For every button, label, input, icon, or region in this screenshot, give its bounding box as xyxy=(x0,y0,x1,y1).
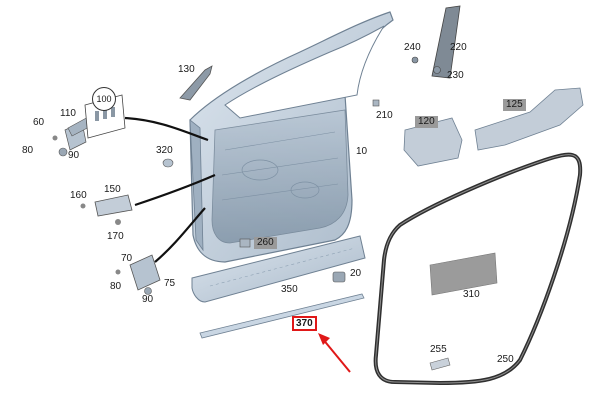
label-part-250: 250 xyxy=(497,354,514,365)
label-part-110: 110 xyxy=(60,108,76,119)
label-part-10: 10 xyxy=(356,146,368,157)
clip-210 xyxy=(372,99,380,107)
insulation-pad-125 xyxy=(474,87,584,151)
label-part-80-upper: 80 xyxy=(22,145,34,156)
handle-bracket-part xyxy=(94,194,133,217)
label-part-120: 120 xyxy=(415,116,438,128)
label-part-310: 310 xyxy=(463,289,480,300)
label-part-370-highlighted: 370 xyxy=(292,316,317,331)
trim-strip-part xyxy=(199,293,365,339)
door-shell xyxy=(189,11,394,263)
label-part-160: 160 xyxy=(70,190,87,201)
grommet-320 xyxy=(162,158,174,168)
sill-panel-part xyxy=(191,235,366,303)
label-part-100: 100 xyxy=(92,87,116,111)
label-part-320: 320 xyxy=(156,145,173,156)
insulation-pad-120 xyxy=(403,117,463,167)
label-part-240: 240 xyxy=(404,42,421,53)
label-part-60: 60 xyxy=(33,117,45,128)
pillar-trim-part xyxy=(431,5,461,79)
label-part-150: 150 xyxy=(104,184,121,195)
label-part-260: 260 xyxy=(254,237,277,249)
label-part-210: 210 xyxy=(376,110,393,121)
label-part-90-lower: 90 xyxy=(142,294,154,305)
label-part-70: 70 xyxy=(121,253,133,264)
label-part-90-upper: 90 xyxy=(68,150,80,161)
label-part-20: 20 xyxy=(350,268,362,279)
label-part-80-lower: 80 xyxy=(110,281,122,292)
label-part-350: 350 xyxy=(281,284,298,295)
protective-film-part xyxy=(429,252,498,296)
lower-hinge-part xyxy=(129,254,161,291)
label-part-230: 230 xyxy=(447,70,464,81)
window-trim-part xyxy=(179,65,213,101)
label-part-170: 170 xyxy=(107,231,124,242)
label-part-75: 75 xyxy=(164,278,176,289)
clip-255-part xyxy=(429,357,451,371)
label-part-220: 220 xyxy=(450,42,467,53)
highlight-arrow xyxy=(318,333,351,373)
label-part-130: 130 xyxy=(178,64,195,75)
clip-260 xyxy=(239,238,251,248)
leader-lines xyxy=(124,116,216,263)
label-part-255: 255 xyxy=(430,344,447,355)
label-part-125: 125 xyxy=(503,99,526,111)
